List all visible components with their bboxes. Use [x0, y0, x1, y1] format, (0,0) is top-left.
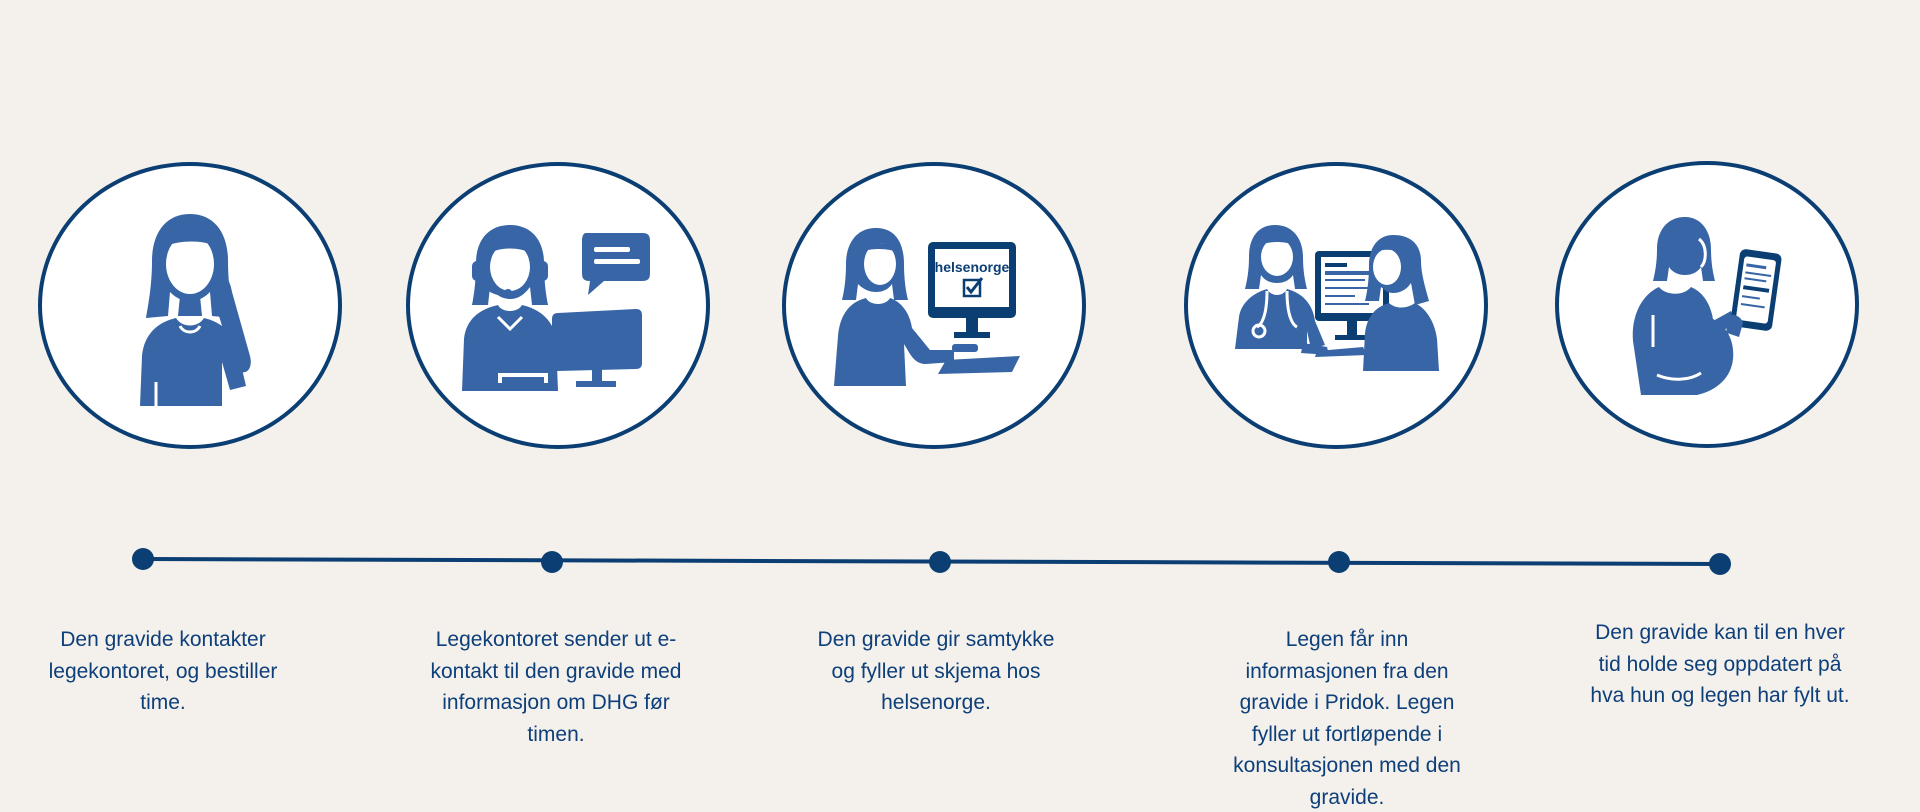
- step-5-circle: [1555, 161, 1859, 448]
- step-4-description: Legen får inn informasjonen fra den grav…: [1233, 628, 1461, 809]
- woman-at-computer-helsenorge-icon: helsenorge: [834, 227, 1020, 386]
- step-2-description: Legekontoret sender ut e-kontakt til den…: [430, 628, 682, 746]
- receptionist-headset-computer-icon: [462, 224, 650, 391]
- step-4-circle: [1184, 162, 1488, 449]
- pregnant-woman-phone-icon: [1632, 216, 1782, 395]
- timeline-dot-2: [541, 551, 563, 573]
- timeline-dot-5: [1709, 553, 1731, 575]
- timeline-dot-1: [132, 548, 154, 570]
- step-5-description: Den gravide kan til en hver tid holde se…: [1590, 621, 1850, 707]
- step-3-description: Den gravide gir samtykke og fyller ut sk…: [817, 628, 1055, 714]
- step-1-description: Den gravide kontakter legekontoret, og b…: [48, 628, 278, 714]
- step-2-circle: [406, 162, 710, 449]
- doctor-patient-consultation-icon: [1235, 224, 1439, 371]
- step-1-circle: [38, 162, 342, 449]
- woman-on-phone-icon: [140, 213, 251, 406]
- step-3-circle: helsenorge: [782, 162, 1086, 449]
- timeline-dot-3: [929, 551, 951, 573]
- timeline-dot-4: [1328, 551, 1350, 573]
- helsenorge-label: helsenorge: [935, 259, 1010, 275]
